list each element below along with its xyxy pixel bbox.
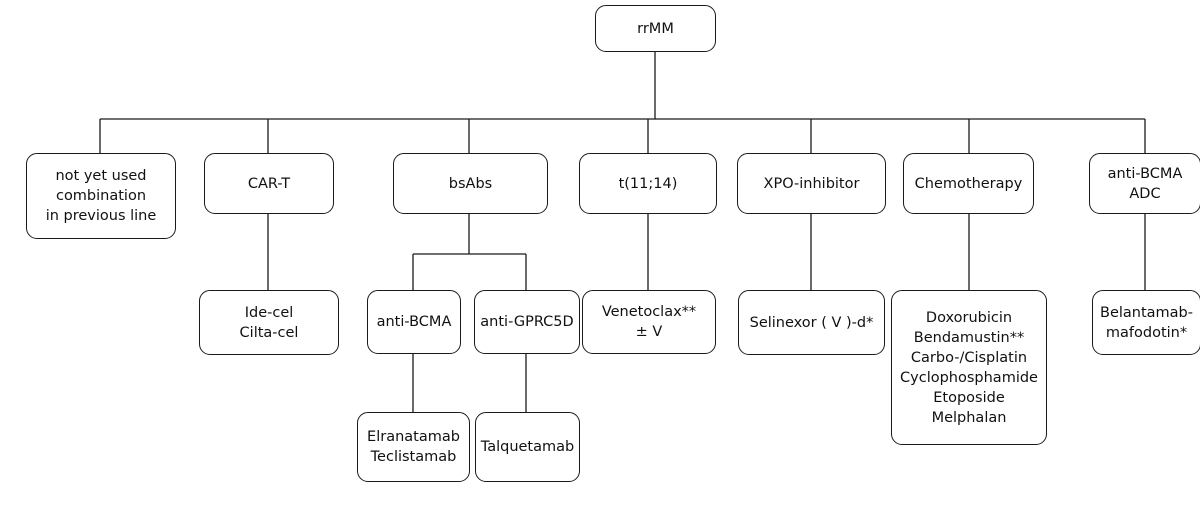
node-text-line: Chemotherapy	[914, 175, 1023, 192]
node-car-t: CAR-T	[204, 153, 334, 214]
node-text-line: Cyclophosphamide	[900, 369, 1038, 386]
node-anti-bcma-adc: anti-BCMA ADC	[1089, 153, 1200, 214]
node-text-line: anti-BCMA	[1107, 165, 1183, 182]
node-text-line: rrMM	[637, 20, 674, 37]
node-text-line: anti-GPRC5D	[480, 314, 574, 330]
node-text-line: Etoposide	[933, 389, 1005, 406]
node-text-line: Talquetamab	[480, 439, 575, 455]
node-text-line: Carbo-/Cisplatin	[910, 349, 1028, 366]
node-selinexor: Selinexor ( V )-d*	[738, 290, 885, 355]
node-bsabs: bsAbs	[393, 153, 548, 214]
node-text-line: Teclistamab	[370, 449, 457, 465]
node-text-line: Ide-cel	[244, 304, 294, 321]
node-text-line: ± V	[635, 324, 663, 340]
node-text-line: in previous line	[45, 208, 157, 224]
node-text-line: t(11;14)	[618, 175, 678, 192]
node-text-line: anti-BCMA	[376, 314, 452, 330]
node-anti-gprc5d: anti-GPRC5D	[474, 290, 580, 354]
node-text-line: Melphalan	[931, 409, 1007, 426]
node-gprc5d-bispecifics: Talquetamab	[475, 412, 580, 482]
node-text-line: Elranatamab	[367, 429, 460, 445]
node-text-line: Belantamab-	[1100, 304, 1193, 321]
node-text-line: combination	[55, 188, 147, 204]
node-belantamab: Belantamab-mafodotin*	[1092, 290, 1200, 355]
node-text-line: Bendamustin**	[913, 329, 1025, 346]
node-text-line: Selinexor ( V )-d*	[749, 314, 874, 331]
node-text-line: not yet used	[55, 168, 147, 184]
node-not-yet-used-combination: not yet used combination in previous line	[26, 153, 176, 239]
node-text-line: mafodotin*	[1105, 324, 1188, 341]
node-anti-bcma: anti-BCMA	[367, 290, 461, 354]
node-chemotherapy: Chemotherapy	[903, 153, 1034, 214]
node-text-line: XPO-inhibitor	[763, 175, 860, 192]
node-text-line: ADC	[1129, 185, 1161, 202]
node-text-line: Doxorubicin	[925, 309, 1013, 326]
node-xpo-inhibitor: XPO-inhibitor	[737, 153, 886, 214]
node-text-line: Venetoclax**	[601, 304, 697, 320]
node-text-line: CAR-T	[247, 175, 291, 192]
node-t11-14: t(11;14)	[579, 153, 717, 214]
node-text-line: bsAbs	[448, 175, 493, 192]
node-text-line: Cilta-cel	[239, 324, 299, 341]
node-venetoclax: Venetoclax** ± V	[582, 290, 716, 354]
node-rrmm: rrMM	[595, 5, 716, 52]
